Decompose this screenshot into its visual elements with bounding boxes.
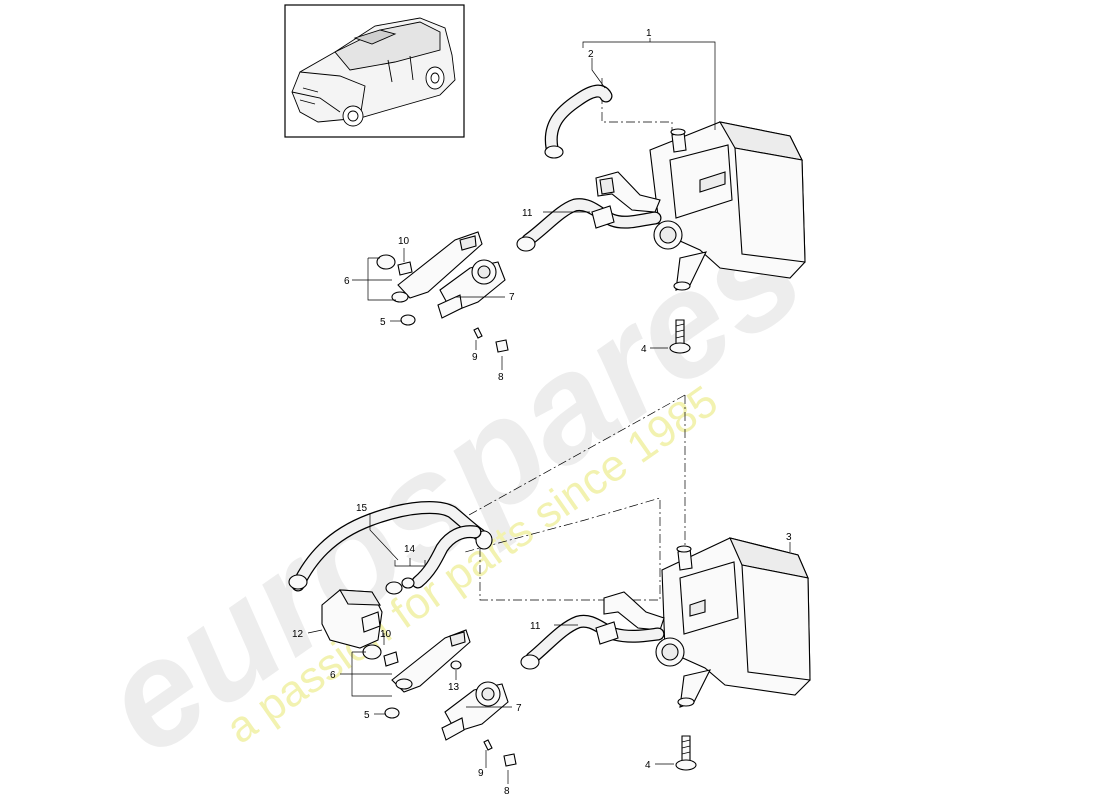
callout-9-top: 9 xyxy=(472,352,478,363)
callout-4-bottom: 4 xyxy=(645,760,651,771)
hose-11-top xyxy=(516,198,662,252)
hose-14 xyxy=(385,525,482,595)
vehicle-thumbnail xyxy=(284,4,465,138)
callout-11-bottom: 11 xyxy=(530,621,541,632)
hose-2 xyxy=(544,84,613,159)
top-assembly xyxy=(376,84,806,354)
callout-6-bottom: 6 xyxy=(330,670,336,681)
callout-15: 15 xyxy=(356,503,368,514)
suv-car-thumbnail-icon xyxy=(291,17,456,127)
charcoal-canister-bottom xyxy=(603,537,811,708)
charcoal-canister-top xyxy=(649,121,806,291)
callout-3: 3 xyxy=(786,532,792,543)
valve-bracket-bottom xyxy=(362,629,517,767)
callout-5-bottom: 5 xyxy=(364,710,370,721)
callout-10-bottom: 10 xyxy=(380,629,392,640)
callout-10-top: 10 xyxy=(398,236,410,247)
callout-12: 12 xyxy=(292,629,304,640)
callout-11-top: 11 xyxy=(522,208,533,219)
callout-8-bottom: 8 xyxy=(504,786,510,797)
hose-15 xyxy=(288,500,493,592)
callout-8-top: 8 xyxy=(498,372,504,383)
bolt-4-bottom xyxy=(675,735,697,771)
callout-2: 2 xyxy=(588,49,594,60)
bolt-4-top xyxy=(669,319,691,354)
callout-7-top: 7 xyxy=(509,292,515,303)
watermark-brand: eurospares xyxy=(72,185,831,786)
callout-7-bottom: 7 xyxy=(516,703,522,714)
bottom-assembly xyxy=(288,500,811,771)
valve-bracket-top xyxy=(376,231,509,353)
callout-6-top: 6 xyxy=(344,276,350,287)
hose-11-bottom xyxy=(520,614,665,670)
watermark: eurospares a passion for parts since 198… xyxy=(72,185,831,786)
leader-lines xyxy=(307,38,791,784)
callouts: 1 2 11 10 6 7 5 9 8 4 3 15 14 12 10 11 6… xyxy=(292,28,792,797)
callout-5-top: 5 xyxy=(380,317,386,328)
callout-13: 13 xyxy=(448,682,460,693)
callout-4-top: 4 xyxy=(641,344,647,355)
callout-1: 1 xyxy=(646,28,652,39)
valve-12 xyxy=(321,589,383,649)
callout-14: 14 xyxy=(404,544,416,555)
callout-9-bottom: 9 xyxy=(478,768,484,779)
